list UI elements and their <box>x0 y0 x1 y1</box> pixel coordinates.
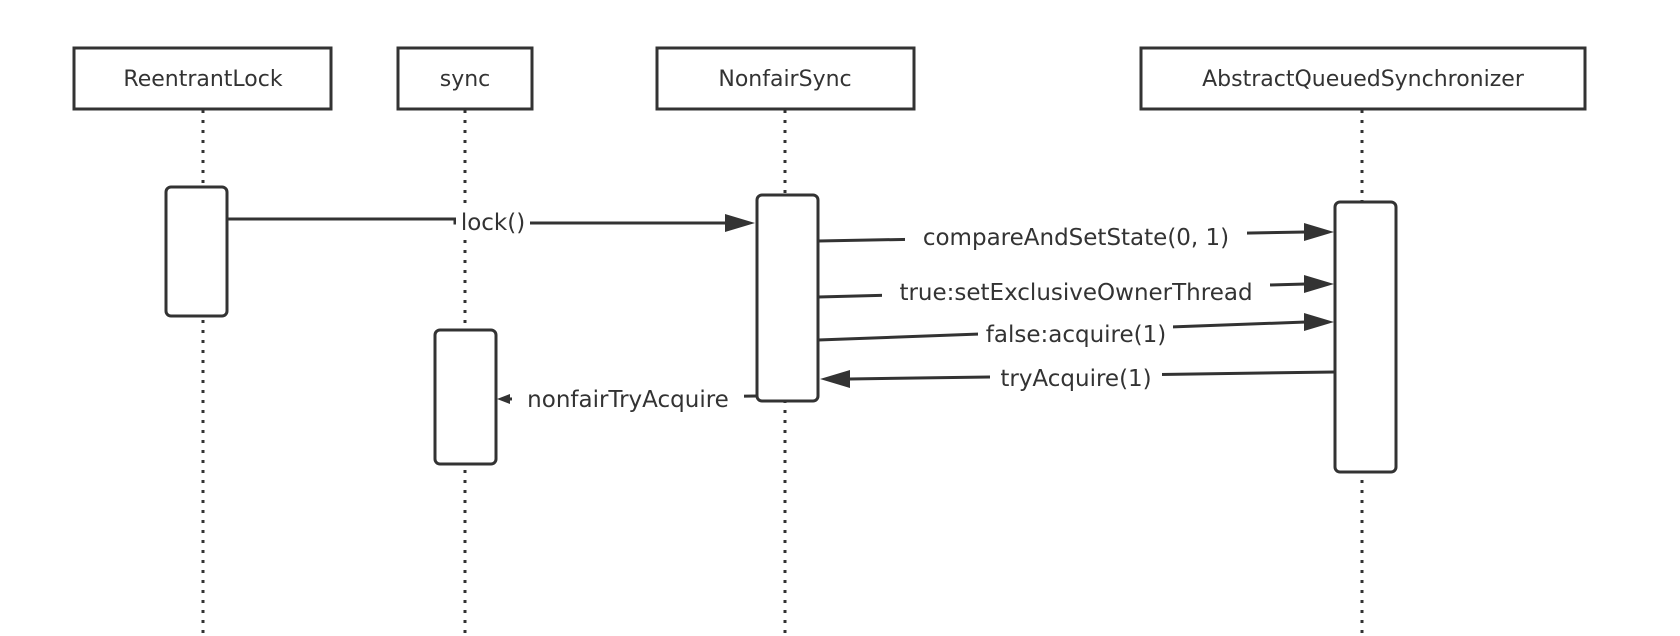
message-label: lock() <box>461 210 525 236</box>
message-lock: lock() <box>227 209 755 236</box>
message-label: nonfairTryAcquire <box>527 387 729 413</box>
message-label: tryAcquire(1) <box>1000 366 1151 392</box>
message-acquire: false:acquire(1) <box>817 313 1334 348</box>
arrowhead-icon <box>1304 313 1334 331</box>
arrowhead-icon <box>820 370 850 388</box>
message-compare-and-set-state: compareAndSetState(0, 1) <box>817 222 1334 251</box>
participant-label: ReentrantLock <box>123 67 282 92</box>
participant-sync[interactable]: sync <box>396 46 534 111</box>
message-label: true:setExclusiveOwnerThread <box>899 280 1252 306</box>
activation-sync <box>433 328 498 466</box>
arrowhead-icon <box>497 394 510 404</box>
arrowhead-icon <box>1304 275 1334 293</box>
message-label: compareAndSetState(0, 1) <box>923 225 1229 251</box>
participant-nonfairsync[interactable]: NonfairSync <box>655 46 916 111</box>
participant-reentrantlock[interactable]: ReentrantLock <box>72 46 333 111</box>
activation-reentrantlock <box>164 185 229 318</box>
participant-label: sync <box>440 67 491 92</box>
arrowhead-icon <box>1304 223 1334 241</box>
participant-label: NonfairSync <box>718 67 851 92</box>
participant-aqs[interactable]: AbstractQueuedSynchronizer <box>1139 46 1587 111</box>
message-set-exclusive-owner-thread: true:setExclusiveOwnerThread <box>817 275 1334 306</box>
activation-nonfairsync <box>755 193 820 403</box>
message-try-acquire: tryAcquire(1) <box>820 364 1336 392</box>
message-label: false:acquire(1) <box>986 322 1166 348</box>
arrowhead-icon <box>725 214 755 232</box>
message-nonfair-try-acquire: nonfairTryAcquire <box>497 385 758 413</box>
activation-aqs <box>1333 200 1398 474</box>
participant-label: AbstractQueuedSynchronizer <box>1202 67 1525 92</box>
